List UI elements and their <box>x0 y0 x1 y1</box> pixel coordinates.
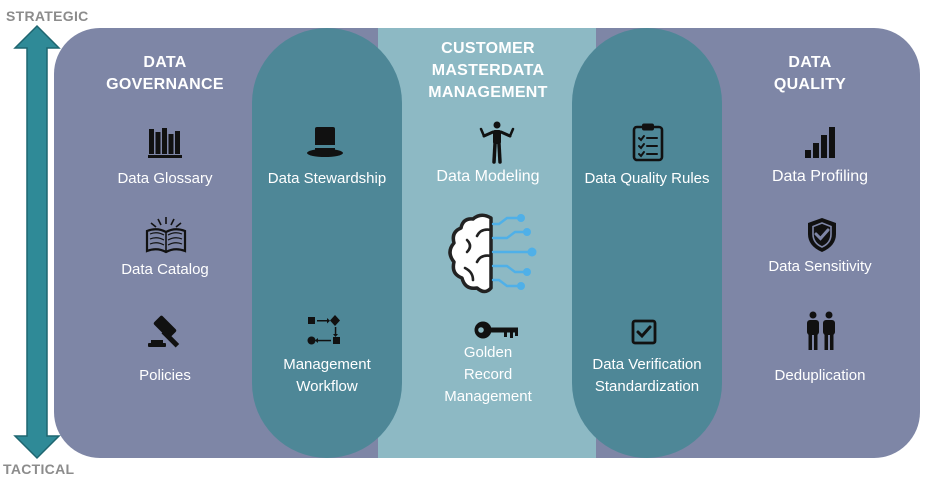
left-pill <box>252 28 402 458</box>
top-hat-icon <box>305 124 345 160</box>
golden-record-management-label: Golden Record Management <box>418 342 558 408</box>
clipboard-checklist-icon <box>628 122 668 162</box>
data-verification-label: Data Verification Standardization <box>572 354 722 398</box>
workflow-icon <box>304 312 344 350</box>
deduplication-label: Deduplication <box>774 367 866 384</box>
golden-record-line-1: Golden <box>463 344 513 361</box>
quality-heading: DATA QUALITY <box>740 52 880 96</box>
data-quality-rules-label: Data Quality Rules <box>584 170 710 187</box>
quality-heading-line-1: DATA <box>788 54 832 71</box>
gavel-icon <box>145 312 187 350</box>
quality-heading-line-2: QUALITY <box>773 76 847 93</box>
center-heading: CUSTOMER MASTERDATA MANAGEMENT <box>398 38 578 104</box>
policies-label: Policies <box>139 367 191 384</box>
right-pill <box>572 28 722 458</box>
governance-heading-line-1: DATA <box>143 54 187 71</box>
key-icon <box>474 318 520 342</box>
management-workflow-line-2: Workflow <box>296 378 358 395</box>
data-profiling-label: Data Profiling <box>771 168 869 185</box>
person-icon <box>476 120 518 164</box>
center-heading-line-2: MASTERDATA <box>431 62 545 79</box>
governance-heading-line-2: GOVERNANCE <box>106 76 224 93</box>
axis-label-strategic: STRATEGIC <box>6 8 89 24</box>
strategic-tactical-arrow <box>13 24 61 460</box>
data-verification-line-1: Data Verification <box>592 356 702 373</box>
management-workflow-label: Management Workflow <box>252 354 402 398</box>
checkbox-icon <box>630 318 658 346</box>
data-catalog-label: Data Catalog <box>121 261 209 278</box>
governance-heading: DATA GOVERNANCE <box>85 52 245 96</box>
management-workflow-line-1: Management <box>283 356 371 373</box>
golden-record-line-2: Record <box>463 366 513 383</box>
data-glossary-label: Data Glossary <box>117 170 213 187</box>
books-icon <box>145 124 185 160</box>
data-modeling-label: Data Modeling <box>436 168 540 185</box>
data-verification-line-2: Standardization <box>594 378 700 395</box>
signal-bars-icon <box>800 124 840 160</box>
data-stewardship-label: Data Stewardship <box>267 170 387 187</box>
open-book-icon <box>143 214 189 256</box>
center-heading-line-3: MANAGEMENT <box>428 84 548 101</box>
axis-label-tactical: TACTICAL <box>3 461 75 477</box>
golden-record-line-3: Management <box>444 388 532 405</box>
center-heading-line-1: CUSTOMER <box>441 40 535 57</box>
data-sensitivity-label: Data Sensitivity <box>768 258 872 275</box>
ai-brain-icon <box>443 210 539 300</box>
two-people-icon <box>802 310 840 352</box>
shield-check-icon <box>804 216 840 254</box>
